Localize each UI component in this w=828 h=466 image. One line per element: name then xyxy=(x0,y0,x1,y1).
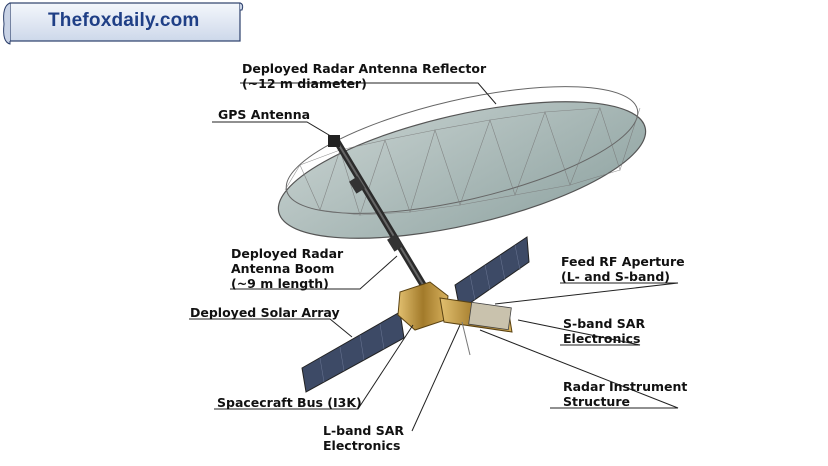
spacecraft-bus xyxy=(397,281,513,356)
label-reflector: Deployed Radar Antenna Reflector (~12 m … xyxy=(242,61,486,91)
scroll-banner-icon xyxy=(3,2,244,45)
label-lband-line2: Electronics xyxy=(323,438,401,453)
label-feed-line2: (L- and S-band) xyxy=(561,269,670,284)
label-boom-line1: Deployed Radar xyxy=(231,246,344,261)
label-boom-line2: Antenna Boom xyxy=(231,261,335,276)
radar-antenna-boom xyxy=(333,138,428,290)
solar-array-right xyxy=(454,236,530,311)
label-reflector-line1: Deployed Radar Antenna Reflector xyxy=(242,61,487,76)
label-boom-line3: (~9 m length) xyxy=(231,276,329,291)
label-lband-line1: L-band SAR xyxy=(323,423,405,438)
label-sband-line2: Electronics xyxy=(563,331,641,346)
label-radar-line1: Radar Instrument xyxy=(563,379,688,394)
label-solar: Deployed Solar Array xyxy=(190,305,340,320)
label-gps: GPS Antenna xyxy=(218,107,311,122)
solar-array-left xyxy=(301,311,405,393)
label-reflector-line2: (~12 m diameter) xyxy=(242,76,367,91)
label-boom: Deployed Radar Antenna Boom (~9 m length… xyxy=(231,246,343,291)
label-feed-line1: Feed RF Aperture xyxy=(561,254,685,269)
label-bus: Spacecraft Bus (I3K) xyxy=(217,395,362,410)
site-banner: Thefoxdaily.com xyxy=(0,0,244,46)
label-radar-line2: Structure xyxy=(563,394,630,409)
label-sband-line1: S-band SAR xyxy=(563,316,646,331)
radar-antenna-reflector xyxy=(277,86,647,239)
site-name: Thefoxdaily.com xyxy=(48,10,200,31)
leader-lines xyxy=(189,82,679,432)
label-lband: L-band SAR Electronics xyxy=(323,423,404,453)
label-sband: S-band SAR Electronics xyxy=(563,316,645,346)
label-feed: Feed RF Aperture (L- and S-band) xyxy=(561,254,685,284)
label-radar-structure: Radar Instrument Structure xyxy=(563,379,687,409)
gps-antenna xyxy=(328,135,340,147)
